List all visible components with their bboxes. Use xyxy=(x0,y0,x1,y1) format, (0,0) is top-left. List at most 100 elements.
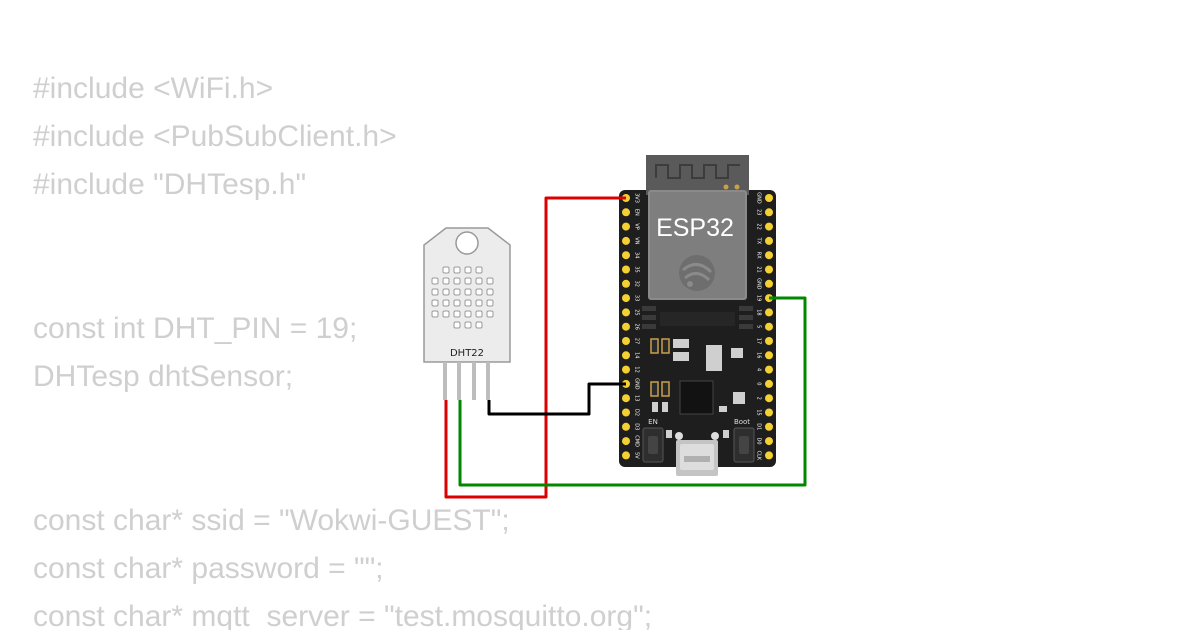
header-pin-vp[interactable] xyxy=(622,222,630,231)
pin-label: D2 xyxy=(634,409,640,416)
grille-slot xyxy=(464,266,472,274)
pin-label: TX xyxy=(756,237,762,245)
wire-gnd[interactable] xyxy=(487,382,626,416)
en-button[interactable] xyxy=(642,427,664,463)
grille-slot xyxy=(486,288,494,296)
header-pin-gnd[interactable] xyxy=(765,194,773,202)
grille-slot xyxy=(453,310,461,318)
wire-vcc[interactable] xyxy=(444,196,626,499)
en-label: EN xyxy=(648,418,658,426)
grille-slot xyxy=(486,310,494,318)
header-pin-en[interactable] xyxy=(622,208,630,217)
grille-slot xyxy=(442,299,450,307)
grille-slot xyxy=(431,277,439,285)
pin-label: VP xyxy=(634,223,640,229)
code-line: #include <PubSubClient.h> xyxy=(33,120,397,153)
grille-slot xyxy=(431,288,439,296)
pin-label: CLK xyxy=(756,451,762,461)
micro-usb-port[interactable] xyxy=(675,432,719,476)
header-pin-d2[interactable] xyxy=(622,408,630,417)
pin-label: 0 xyxy=(756,382,762,385)
header-pin-25[interactable] xyxy=(622,308,630,317)
header-pin-rx[interactable] xyxy=(765,251,773,260)
dht22-sensor[interactable]: DHT22 xyxy=(423,227,511,400)
pin-label: 26 xyxy=(634,324,640,330)
header-pin-18[interactable] xyxy=(765,308,773,317)
pin-label: 25 xyxy=(634,309,640,315)
header-pin-12[interactable] xyxy=(622,365,630,374)
code-line: const int DHT_PIN = 19; xyxy=(33,312,358,345)
grille-slot xyxy=(431,310,439,318)
header-pin-4[interactable] xyxy=(765,365,773,374)
header-pin-16[interactable] xyxy=(765,351,773,360)
grille-slot xyxy=(475,299,483,307)
grille-slot xyxy=(453,277,461,285)
header-pin-gnd[interactable] xyxy=(765,279,773,288)
header-pin-27[interactable] xyxy=(622,337,630,345)
pin-label: CMD xyxy=(634,435,640,447)
smd-components xyxy=(650,338,745,412)
grille-slot xyxy=(464,299,472,307)
grille-slot xyxy=(475,310,483,318)
grille-slot xyxy=(464,277,472,285)
header-pin-0[interactable] xyxy=(765,379,773,388)
grille-slot xyxy=(453,299,461,307)
header-pin-15[interactable] xyxy=(765,408,773,417)
pin-label: GND xyxy=(634,378,640,390)
header-pin-23[interactable] xyxy=(765,208,773,217)
header-pin-21[interactable] xyxy=(765,265,773,274)
header-pin-14[interactable] xyxy=(622,351,630,360)
header-pin-17[interactable] xyxy=(765,337,773,345)
esp32-antenna xyxy=(646,155,749,195)
pin-label: 33 xyxy=(634,295,640,301)
grille-slot xyxy=(453,321,461,329)
pin-label: 5V xyxy=(634,452,640,459)
header-pin-vn[interactable] xyxy=(622,236,630,245)
esp32-board[interactable]: ESP32 xyxy=(619,155,776,476)
pin-label: 4 xyxy=(756,368,762,371)
header-pin-32[interactable] xyxy=(622,279,630,288)
code-line: const char* password = ""; xyxy=(33,552,384,585)
header-pin-26[interactable] xyxy=(622,322,630,331)
pin-label: 14 xyxy=(634,352,640,358)
pin-label: RX xyxy=(756,252,762,259)
header-pin-22[interactable] xyxy=(765,222,773,231)
boot-button[interactable] xyxy=(733,427,755,463)
header-pin-2[interactable] xyxy=(765,394,773,403)
grille-slot xyxy=(475,266,483,274)
espressif-logo-icon xyxy=(679,255,715,291)
header-pin-34[interactable] xyxy=(622,251,630,260)
dht22-grille xyxy=(431,266,494,329)
grille-slot xyxy=(464,288,472,296)
wire-data[interactable] xyxy=(458,296,807,487)
header-pin-5v[interactable] xyxy=(622,451,630,460)
grille-slot xyxy=(453,266,461,274)
header-pin-d0[interactable] xyxy=(765,437,773,446)
pin-label: 32 xyxy=(634,281,640,287)
antenna-trace xyxy=(655,164,740,179)
header-pin-tx[interactable] xyxy=(765,236,773,245)
header-pin-35[interactable] xyxy=(622,265,630,274)
grille-slot xyxy=(475,277,483,285)
usb-uart-chip xyxy=(679,380,714,415)
header-pin-d1[interactable] xyxy=(765,422,773,431)
pin-label: EN xyxy=(634,209,640,216)
header-pin-clk[interactable] xyxy=(765,451,773,460)
grille-slot xyxy=(486,299,494,307)
grille-slot xyxy=(442,266,450,274)
header-pin-13[interactable] xyxy=(622,394,630,403)
header-pin-cmd[interactable] xyxy=(622,437,630,446)
module-pads xyxy=(642,306,753,329)
boot-label: Boot xyxy=(734,418,750,426)
grille-slot xyxy=(486,277,494,285)
header-pin-d3[interactable] xyxy=(622,422,630,431)
pin-label: 21 xyxy=(756,266,762,272)
code-line: DHTesp dhtSensor; xyxy=(33,360,294,393)
pin-label: 15 xyxy=(756,409,762,415)
header-pin-5[interactable] xyxy=(765,322,773,331)
pin-label: 16 xyxy=(756,352,762,358)
header-pin-33[interactable] xyxy=(622,294,630,303)
pin-label: 2 xyxy=(756,397,762,400)
